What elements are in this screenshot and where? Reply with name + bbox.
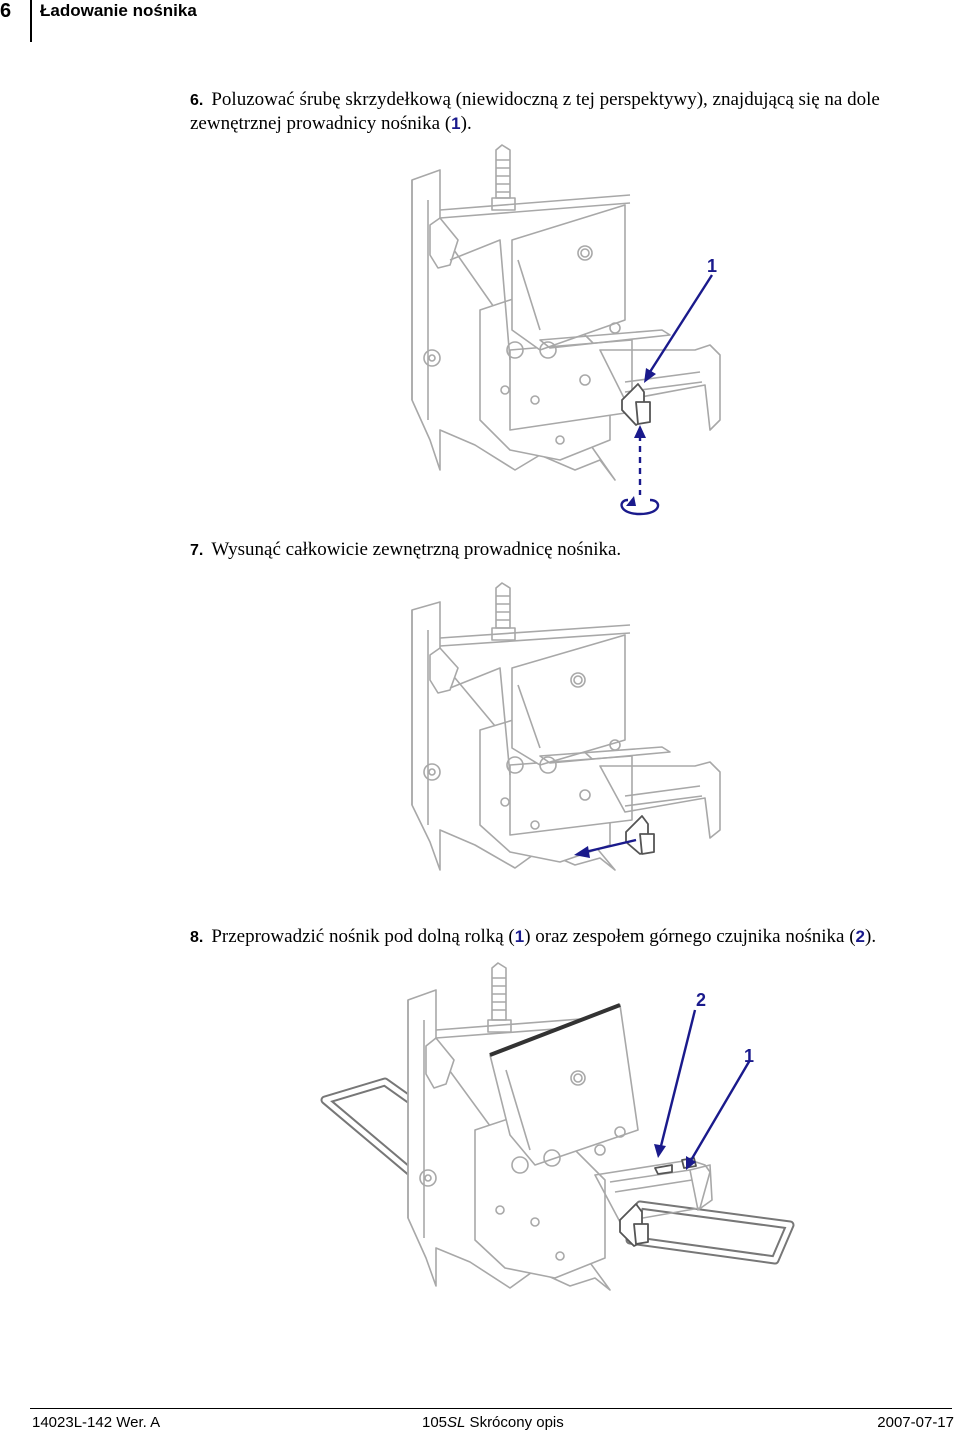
- step-text-middle: ) oraz zespołem górnego czujnika nośnika…: [524, 926, 856, 947]
- printer-mechanism-drawing: [411, 582, 721, 871]
- callout-1-arrow: 1: [686, 1046, 754, 1170]
- figure-loosen-thumbscrew: 1: [411, 144, 721, 516]
- figure-extend-media-guide: [411, 582, 721, 871]
- footer-doc-title: 105SL Skrócony opis: [422, 1414, 564, 1432]
- section-title: Ładowanie nośnika: [40, 1, 197, 20]
- footer-date: 2007-07-17: [877, 1414, 954, 1431]
- step-text: Poluzować śrubę skrzydełkową (niewidoczn…: [190, 89, 880, 134]
- callout-2-label: 2: [696, 990, 706, 1010]
- step-text: Przeprowadzić nośnik pod dolną rolką (: [211, 926, 515, 947]
- callout-1-arrow: 1: [644, 256, 717, 383]
- step-text-end: ).: [865, 926, 877, 947]
- step-7: 7. Wysunąć całkowicie zewnętrzną prowadni…: [190, 538, 950, 562]
- step-text: Wysunąć całkowicie zewnętrzną prowadnicę…: [211, 539, 622, 560]
- footer-divider: [30, 1408, 952, 1409]
- callout-ref: 1: [451, 114, 461, 133]
- step-number: 6.: [190, 92, 204, 109]
- pull-direction-arrow: [574, 838, 637, 858]
- callout-ref-2: 2: [855, 927, 865, 946]
- step-text-end: ).: [460, 113, 472, 134]
- page-number: 6: [0, 0, 12, 22]
- callout-2-arrow: 2: [654, 990, 706, 1158]
- header-divider: [30, 0, 32, 42]
- doc-title-prefix: 105: [422, 1414, 448, 1431]
- step-number: 8.: [190, 929, 204, 946]
- rotation-indicator: [620, 425, 660, 516]
- step-8: 8. Przeprowadzić nośnik pod dolną rolką (…: [190, 925, 950, 949]
- step-6: 6.Poluzować śrubę skrzydełkową (niewidoc…: [190, 88, 950, 135]
- footer-doc-id: 14023L-142 Wer. A: [32, 1414, 161, 1431]
- callout-ref-1: 1: [514, 927, 525, 946]
- callout-1-label: 1: [707, 256, 717, 276]
- printer-mechanism-drawing: [407, 962, 713, 1291]
- doc-title-suffix: Skrócony opis: [465, 1414, 564, 1431]
- doc-title-model: SL: [447, 1414, 466, 1431]
- figure-thread-media: 2 1: [320, 962, 795, 1291]
- callout-1-label: 1: [744, 1046, 754, 1066]
- printer-mechanism-drawing: [411, 144, 721, 481]
- step-number: 7.: [190, 542, 204, 559]
